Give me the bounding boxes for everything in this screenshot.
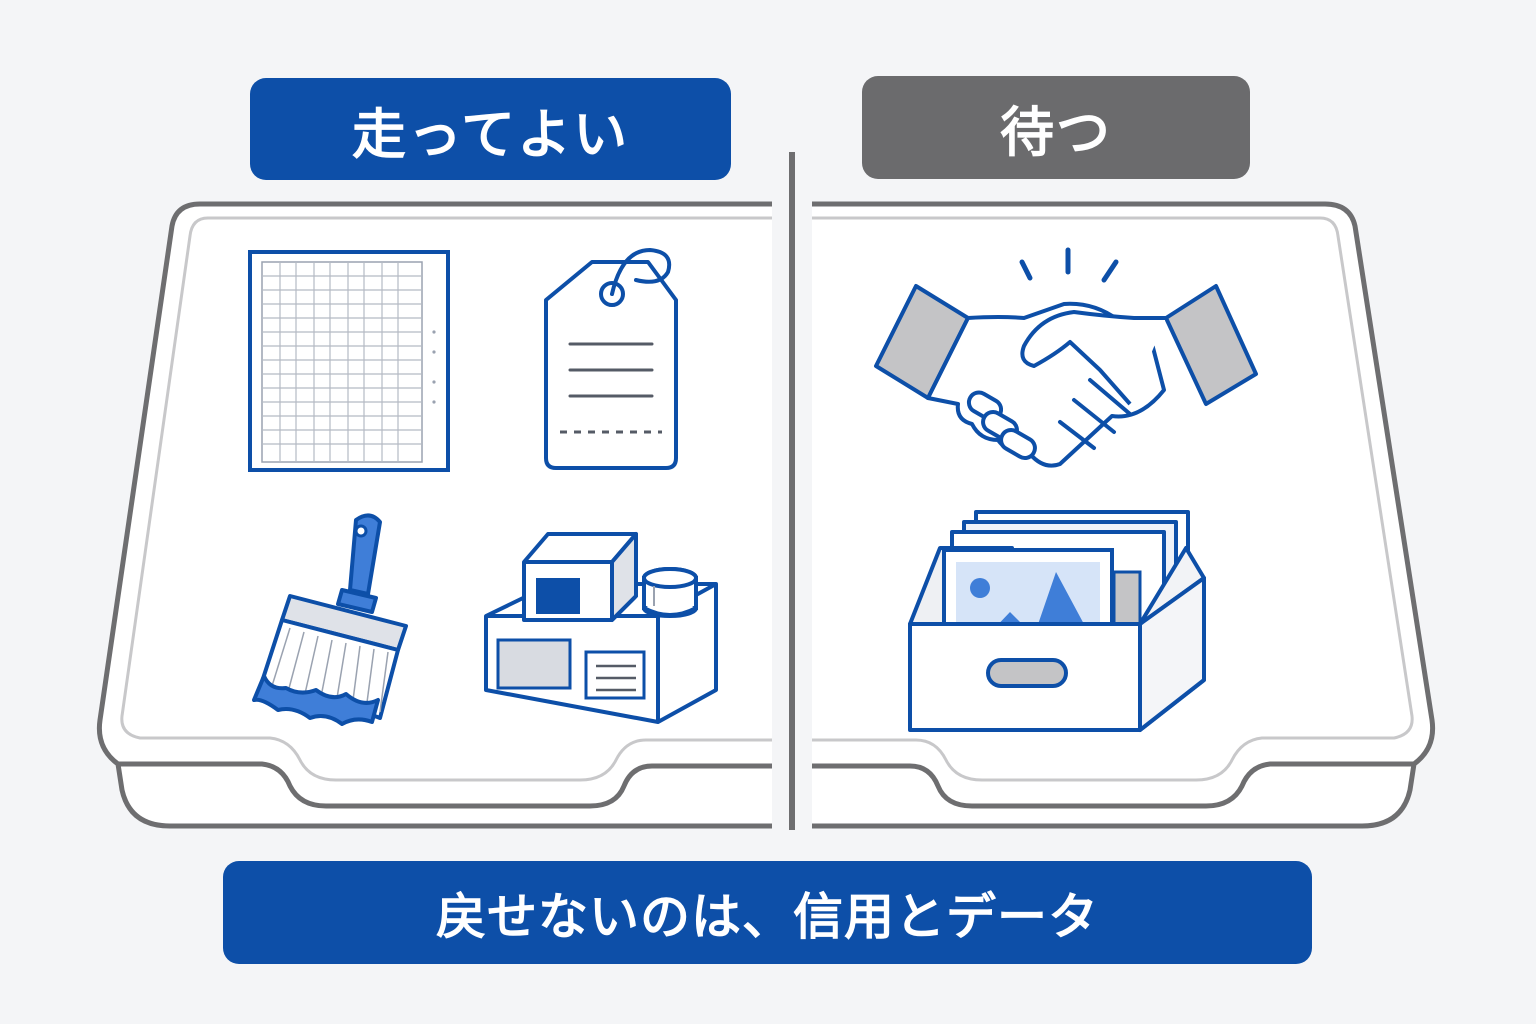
tray-right-inner (812, 216, 1414, 782)
can-icon (642, 567, 698, 618)
tray-left-lip (118, 761, 772, 809)
price-tag-icon (544, 247, 678, 470)
drawer-handle (986, 658, 1068, 688)
tray-left-inner (120, 216, 772, 782)
photo-archive-box-icon (908, 510, 1206, 732)
can-proceed-label: 走ってよい (250, 78, 731, 180)
footer-message: 戻せないのは、信用とデータ (223, 861, 1312, 964)
tray-right-lip (812, 761, 1414, 809)
paint-brush-icon (252, 513, 408, 726)
handshake-icon (874, 247, 1258, 468)
packaged-goods-icon (484, 532, 718, 724)
wait-label: 待つ (862, 76, 1250, 179)
spreadsheet-icon (248, 250, 450, 472)
